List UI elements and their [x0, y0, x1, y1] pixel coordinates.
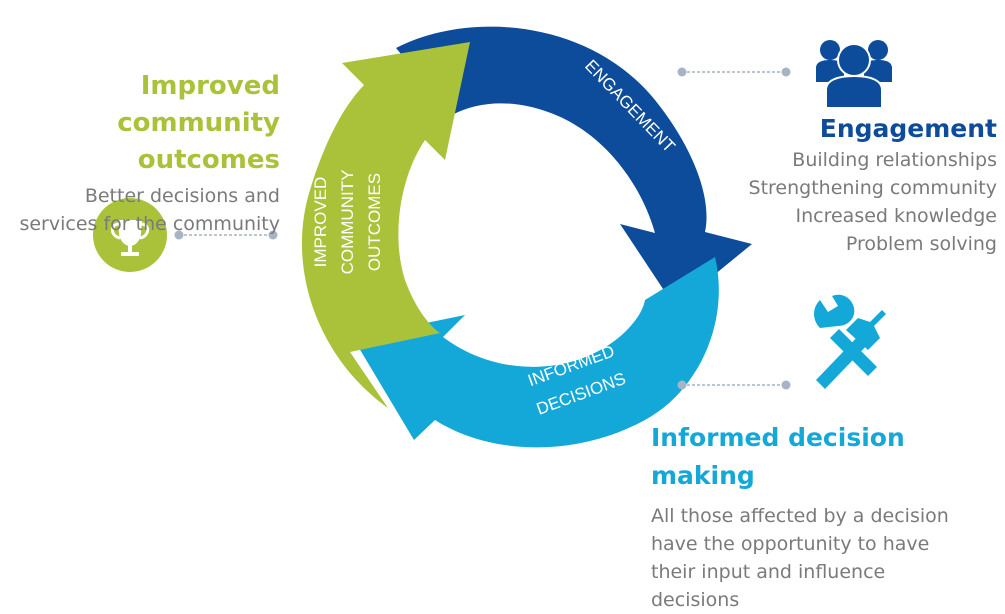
informed-description-line: their input and influence: [651, 561, 886, 583]
trophy-icon: [93, 198, 167, 272]
outcomes-description-line: Better decisions and: [84, 185, 280, 207]
outcomes-heading-line-1: Improved community: [117, 71, 280, 138]
engagement-panel: Engagement Building relationships Streng…: [697, 112, 997, 258]
people-group-icon: [816, 40, 892, 109]
informed-heading: Informed decision making: [651, 423, 905, 490]
diagram: ENGAGEMENT INFORMED DECISIONS IMPROVED C…: [0, 26, 997, 611]
informed-description-line: All those affected by a decision: [651, 505, 949, 527]
connector-engagement: [677, 67, 791, 77]
outcomes-heading-line-2: outcomes: [137, 145, 280, 175]
informed-panel: Informed decision making All those affec…: [651, 419, 1001, 614]
engagement-list-item: Strengthening community: [748, 177, 997, 199]
improved-outcomes-arrow: [301, 42, 470, 408]
improved-arc-label-2: COMMUNITY: [338, 170, 357, 275]
connector-outcomes: [174, 230, 278, 240]
informed-description-line: decisions: [651, 589, 740, 611]
hammer-wrench-icon: [814, 294, 886, 389]
outcomes-description: Better decisions and services for the co…: [0, 182, 280, 238]
improved-arc-label-1: IMPROVED: [311, 177, 330, 268]
informed-decisions-arrow: [353, 257, 719, 448]
engagement-arrow: [396, 26, 752, 307]
outcomes-panel: Improved community outcomes Better decis…: [0, 68, 280, 238]
improved-arc-label-3: OUTCOMES: [365, 173, 384, 271]
outcomes-description-line: services for the community: [19, 213, 280, 235]
engagement-list-item: Building relationships: [792, 149, 997, 171]
engagement-list-item: Increased knowledge: [795, 205, 998, 227]
informed-description: All those affected by a decision have th…: [651, 502, 1001, 614]
connector-informed: [677, 380, 791, 390]
engagement-heading: Engagement: [819, 114, 997, 143]
engagement-list: Building relationships Strengthening com…: [697, 146, 997, 258]
engagement-list-item: Problem solving: [845, 233, 997, 255]
cycle-diagram: ENGAGEMENT INFORMED DECISIONS IMPROVED C…: [93, 26, 892, 448]
informed-description-line: have the opportunity to have: [651, 533, 930, 555]
